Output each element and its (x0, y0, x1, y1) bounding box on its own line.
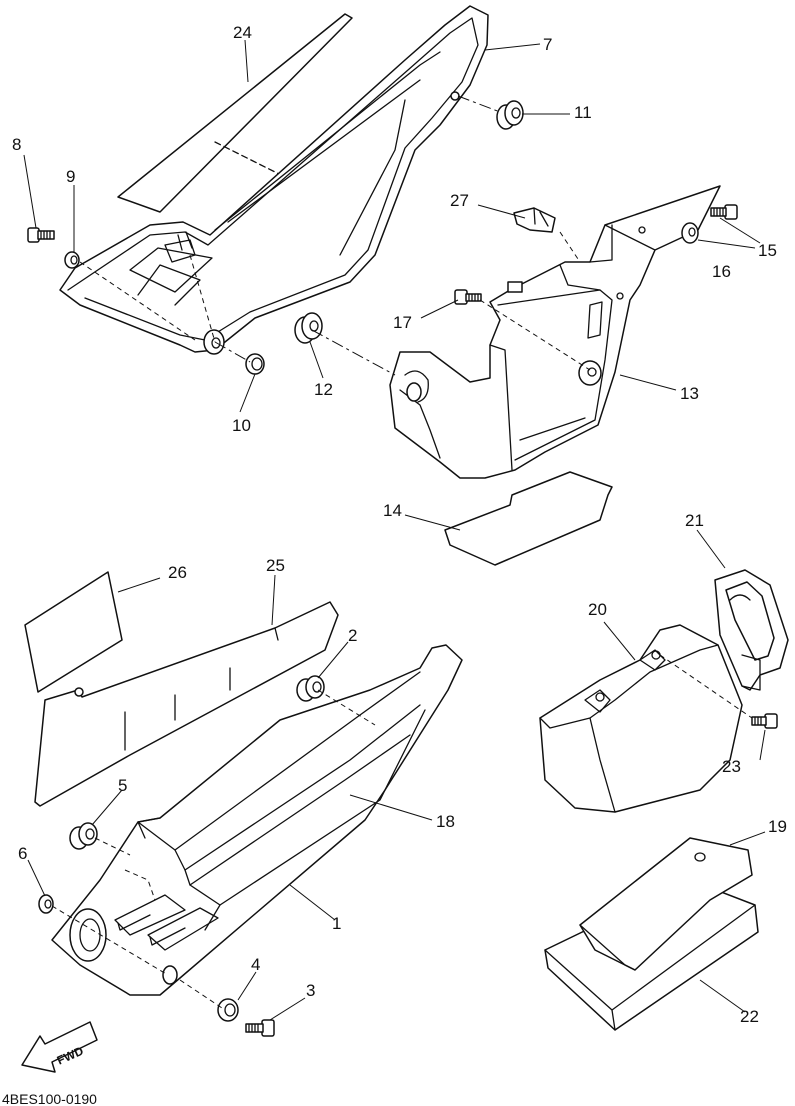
part-3-bolt (245, 1019, 275, 1037)
callout-labels: 24 7 8 9 11 27 15 16 17 12 10 13 14 21 2… (12, 23, 787, 1026)
callout-1: 1 (332, 914, 341, 933)
callout-23: 23 (722, 757, 741, 776)
part-1-lower-side-cover (51, 644, 463, 996)
callout-5: 5 (118, 776, 127, 795)
part-5-grommet (69, 822, 98, 850)
callout-27: 27 (450, 191, 469, 210)
callout-15: 15 (758, 241, 777, 260)
callout-7: 7 (543, 35, 552, 54)
fwd-arrow-icon: FWD (21, 1021, 98, 1073)
diagram-code: 4BES100-0190 (2, 1091, 97, 1106)
part-12-grommet (294, 312, 323, 344)
callout-9: 9 (66, 167, 75, 186)
callout-11: 11 (574, 103, 592, 122)
part-26-decal (24, 571, 123, 693)
callout-13: 13 (680, 384, 699, 403)
callout-3: 3 (306, 981, 315, 1000)
part-21-bracket (714, 569, 789, 691)
part-2-grommet (296, 675, 325, 702)
part-27-clip (513, 207, 556, 233)
alignment-lines (51, 95, 753, 1009)
part-9-grommet (64, 251, 80, 269)
part-11-grommet (496, 100, 524, 130)
part-7-upper-side-cover (59, 5, 489, 355)
callout-20: 20 (588, 600, 607, 619)
part-8-bolt (27, 227, 55, 243)
part-14-pad (444, 471, 613, 566)
callout-2: 2 (348, 626, 357, 645)
callout-14: 14 (383, 501, 402, 520)
callout-12: 12 (314, 380, 333, 399)
part-25-decal-strip (34, 601, 339, 807)
part-19-pad (579, 837, 753, 971)
part-15-bolt (710, 204, 738, 220)
callout-21: 21 (685, 511, 704, 530)
part-13-battery-box (389, 185, 721, 479)
part-4-collar (217, 998, 239, 1022)
part-20-battery (539, 624, 743, 813)
callout-17: 17 (393, 313, 412, 332)
callout-16: 16 (712, 262, 731, 281)
part-17-bolt (454, 289, 482, 305)
callout-26: 26 (168, 563, 187, 582)
part-10-collar (245, 353, 265, 375)
part-16-grommet (681, 222, 699, 244)
callout-10: 10 (232, 416, 251, 435)
callout-19: 19 (768, 817, 787, 836)
callout-4: 4 (251, 955, 260, 974)
callout-22: 22 (740, 1007, 759, 1026)
part-6-grommet (38, 894, 54, 914)
callout-24: 24 (233, 23, 252, 42)
callout-8: 8 (12, 135, 21, 154)
leader-lines (23, 39, 766, 1021)
callout-25: 25 (266, 556, 285, 575)
callout-6: 6 (18, 844, 27, 863)
callout-18: 18 (436, 812, 455, 831)
part-23-bolt (751, 713, 778, 729)
